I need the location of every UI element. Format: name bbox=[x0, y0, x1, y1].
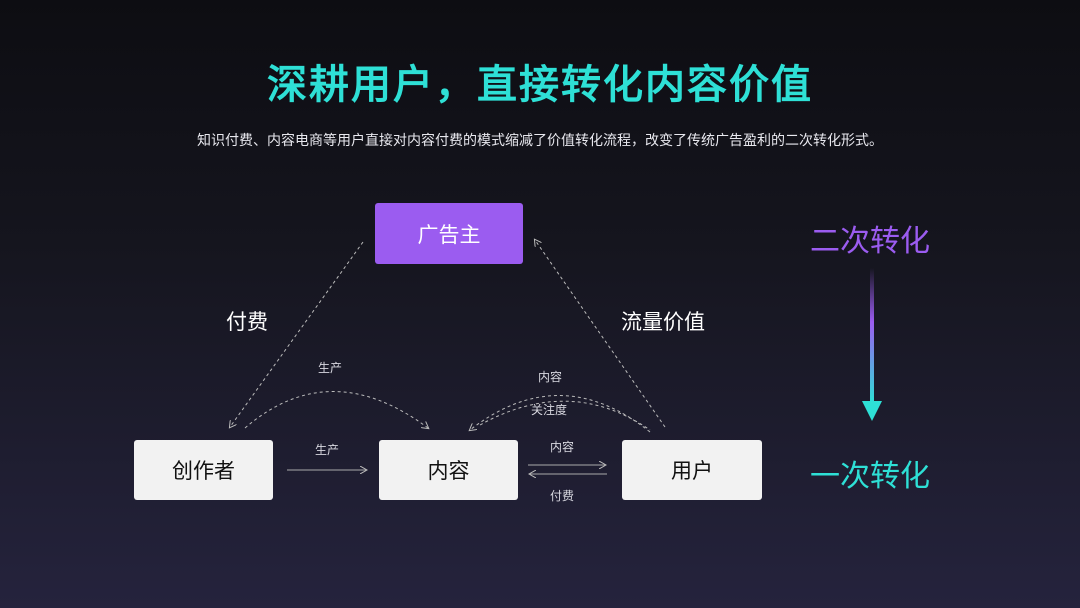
label-produce-line: 生产 bbox=[315, 443, 340, 457]
label-primary-conversion: 一次转化 bbox=[810, 459, 930, 494]
traffic-arrow bbox=[535, 240, 666, 428]
label-traffic-value: 流量价值 bbox=[621, 310, 705, 334]
label-pay: 付费 bbox=[226, 310, 268, 334]
subtitle: 知识付费、内容电商等用户直接对内容付费的模式缩减了价值转化流程，改变了传统广告盈… bbox=[197, 133, 883, 149]
label-content-line: 内容 bbox=[550, 440, 575, 454]
label-produce-arc: 生产 bbox=[318, 361, 343, 375]
label-secondary-conversion: 二次转化 bbox=[810, 224, 930, 259]
label-content-arc: 内容 bbox=[538, 370, 563, 384]
produce-arc bbox=[244, 391, 428, 429]
attention-arc bbox=[470, 395, 651, 433]
pay-arrow bbox=[230, 241, 364, 427]
node-advertiser: 广告主 bbox=[375, 203, 523, 264]
node-user: 用户 bbox=[622, 440, 762, 500]
node-creator: 创作者 bbox=[134, 440, 273, 500]
node-content: 内容 bbox=[379, 440, 518, 500]
page-title: 深耕用户，直接转化内容价值 bbox=[267, 62, 813, 108]
label-attention-arc: 关注度 bbox=[531, 403, 568, 417]
conversion-arrow-head bbox=[862, 401, 882, 421]
content-arc bbox=[479, 400, 651, 431]
conversion-arrow-shaft bbox=[870, 268, 874, 403]
label-pay-line: 付费 bbox=[550, 489, 575, 503]
